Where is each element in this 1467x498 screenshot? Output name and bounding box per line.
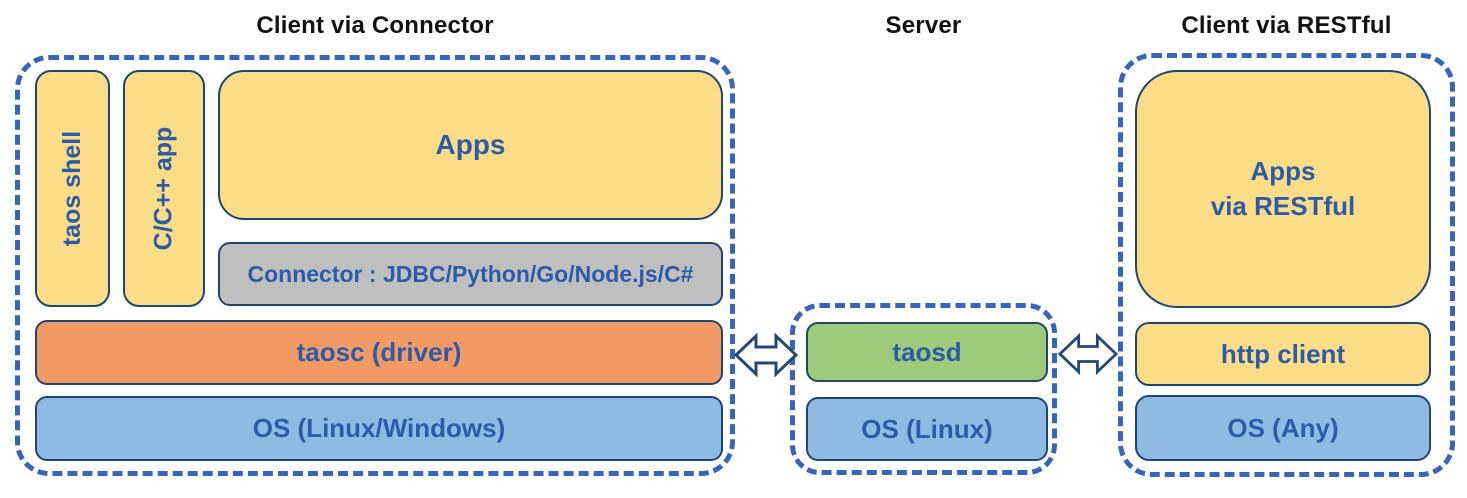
apps-restful-label-line1: Apps xyxy=(1250,155,1316,186)
connector-box: Connector : JDBC/Python/Go/Node.js/C# xyxy=(218,242,723,306)
bidirectional-arrow-left-icon xyxy=(734,332,798,378)
taosd-label: taosd xyxy=(892,336,962,367)
section-title-server: Server xyxy=(885,12,962,39)
os-any-box: OS (Any) xyxy=(1135,395,1431,461)
cpp-app-label: C/C++ app xyxy=(149,126,178,251)
client-restful-group xyxy=(1118,53,1455,477)
apps-box: Apps xyxy=(218,70,723,220)
http-client-label: http client xyxy=(1220,338,1346,369)
apps-restful-box: Apps via RESTful xyxy=(1135,70,1431,308)
client-connector-group xyxy=(15,55,735,476)
connector-label: Connector : JDBC/Python/Go/Node.js/C# xyxy=(247,260,694,287)
os-linux-windows-label: OS (Linux/Windows) xyxy=(252,413,506,443)
os-linux-windows-box: OS (Linux/Windows) xyxy=(35,396,723,461)
apps-label: Apps xyxy=(435,129,506,160)
taosd-box: taosd xyxy=(806,322,1048,382)
apps-restful-label-line2: via RESTful xyxy=(1210,191,1356,221)
section-title-client-connector: Client via Connector xyxy=(256,12,494,39)
os-any-label: OS (Any) xyxy=(1227,412,1339,443)
os-linux-box: OS (Linux) xyxy=(806,397,1048,461)
taos-shell-label: taos shell xyxy=(58,130,87,247)
server-group xyxy=(790,303,1057,475)
bidirectional-arrow-right-icon xyxy=(1058,332,1118,376)
taos-shell-box: taos shell xyxy=(35,70,110,307)
taosc-driver-label: taosc (driver) xyxy=(296,337,462,367)
section-title-client-restful: Client via RESTful xyxy=(1181,12,1392,39)
os-linux-label: OS (Linux) xyxy=(861,413,993,444)
taosc-driver-box: taosc (driver) xyxy=(35,320,723,385)
http-client-box: http client xyxy=(1135,322,1431,386)
cpp-app-box: C/C++ app xyxy=(123,70,205,307)
